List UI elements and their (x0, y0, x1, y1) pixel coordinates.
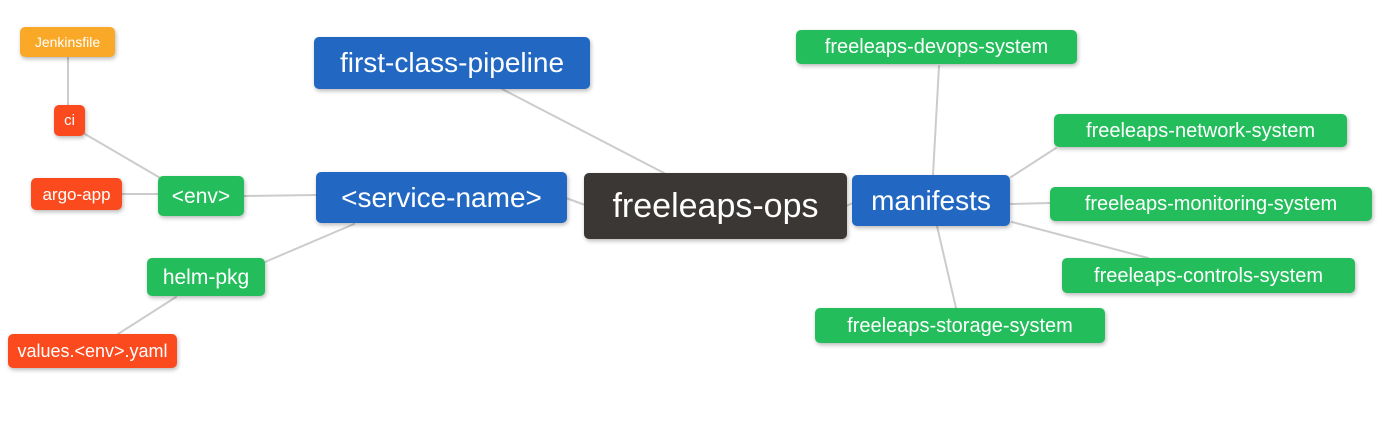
node-jenkinsfile[interactable]: Jenkinsfile (20, 27, 115, 57)
node-manifests-label: manifests (871, 184, 991, 216)
node-freeleaps-network-system[interactable]: freeleaps-network-system (1054, 114, 1347, 147)
edge-manifests-controls-system (1011, 221, 1149, 259)
edge-freeleaps-ops-manifests (845, 202, 854, 207)
node-ci-label: ci (64, 112, 75, 129)
node-freeleaps-network-system-label: freeleaps-network-system (1086, 119, 1315, 142)
edge-manifests-network-system (1010, 147, 1057, 178)
node-freeleaps-monitoring-system[interactable]: freeleaps-monitoring-system (1050, 187, 1372, 221)
node-first-class-pipeline-label: first-class-pipeline (339, 47, 565, 78)
node-argo-app-label: argo-app (42, 184, 111, 204)
node-freeleaps-storage-system-label: freeleaps-storage-system (847, 314, 1073, 337)
edge-values-helm-pkg (117, 296, 177, 335)
node-env-label: <env> (171, 184, 231, 208)
edge-manifests-monitoring-system (1010, 202, 1052, 205)
node-freeleaps-monitoring-system-label: freeleaps-monitoring-system (1084, 193, 1338, 215)
node-first-class-pipeline[interactable]: first-class-pipeline (314, 37, 590, 89)
node-freeleaps-ops[interactable]: freeleaps-ops (584, 173, 847, 239)
node-manifests[interactable]: manifests (852, 175, 1010, 226)
node-freeleaps-controls-system[interactable]: freeleaps-controls-system (1062, 258, 1355, 293)
node-service-name-label: <service-name> (341, 181, 542, 213)
edge-pipeline-freeleaps-ops (501, 88, 665, 174)
node-helm-pkg-label: helm-pkg (162, 265, 250, 289)
node-freeleaps-storage-system[interactable]: freeleaps-storage-system (815, 308, 1105, 343)
edge-helm-pkg-service-name (264, 223, 355, 263)
node-freeleaps-devops-system-label: freeleaps-devops-system (824, 36, 1049, 58)
node-values-env-yaml-label: values.<env>.yaml (17, 341, 168, 361)
node-jenkinsfile-label: Jenkinsfile (34, 34, 101, 50)
node-service-name[interactable]: <service-name> (316, 172, 567, 223)
node-helm-pkg[interactable]: helm-pkg (147, 258, 265, 296)
edge-env-service-name (243, 194, 317, 197)
node-freeleaps-controls-system-label: freeleaps-controls-system (1094, 264, 1323, 287)
node-env[interactable]: <env> (158, 176, 244, 216)
node-values-env-yaml[interactable]: values.<env>.yaml (8, 334, 177, 368)
node-argo-app[interactable]: argo-app (31, 178, 122, 210)
node-freeleaps-ops-label: freeleaps-ops (612, 187, 819, 225)
node-ci[interactable]: ci (54, 105, 85, 136)
edge-manifests-devops-system (932, 65, 940, 176)
edge-service-name-freeleaps-ops (565, 197, 586, 206)
node-freeleaps-devops-system[interactable]: freeleaps-devops-system (796, 30, 1077, 64)
edge-ci-env (84, 133, 163, 180)
edge-manifests-storage-system (936, 225, 957, 309)
